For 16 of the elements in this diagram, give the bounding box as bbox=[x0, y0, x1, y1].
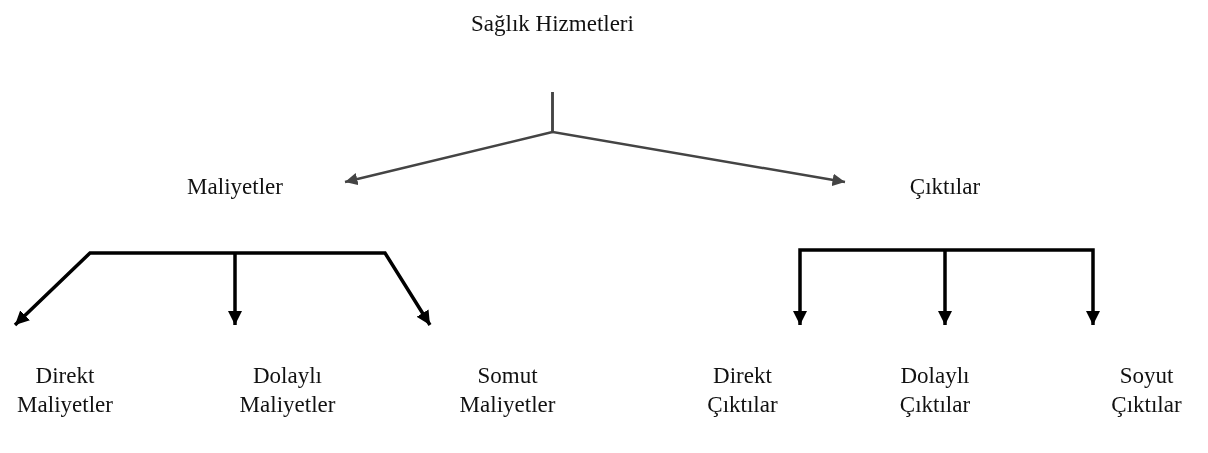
node-label: Soyut Çıktılar bbox=[1110, 362, 1183, 419]
arrow bbox=[228, 253, 242, 325]
node-label: Dolaylı Çıktılar bbox=[898, 362, 972, 419]
node-label: Direkt Maliyetler bbox=[16, 362, 114, 419]
arrow bbox=[13, 251, 235, 327]
node-label: Dolaylı Maliyetler bbox=[238, 362, 337, 419]
node-label: Direkt Çıktılar bbox=[706, 362, 779, 419]
arrow bbox=[945, 248, 1100, 325]
arrow bbox=[551, 92, 846, 187]
node-label: Maliyetler bbox=[186, 173, 284, 201]
arrow bbox=[793, 248, 945, 325]
node-label: Somut Maliyetler bbox=[458, 362, 557, 419]
node-label: Sağlık Hizmetleri bbox=[470, 10, 635, 38]
arrow bbox=[235, 251, 432, 326]
arrow bbox=[938, 250, 952, 325]
node-label: Çıktılar bbox=[908, 173, 982, 201]
